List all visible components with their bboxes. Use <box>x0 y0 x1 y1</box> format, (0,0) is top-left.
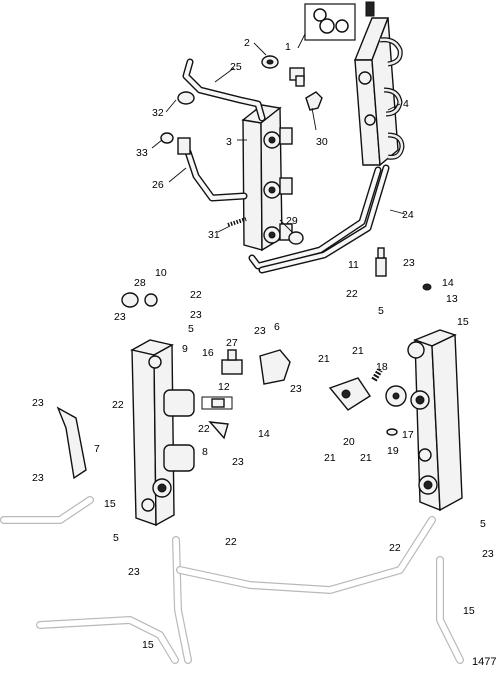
callout-31: 31 <box>208 229 220 241</box>
callout-23f: 23 <box>232 456 244 468</box>
bracket-7 <box>56 406 87 480</box>
seal-14 <box>422 283 432 291</box>
callout-23e: 23 <box>32 397 44 409</box>
callout-32: 32 <box>152 107 164 119</box>
figure-number: 1477 <box>472 656 496 668</box>
bracket-8 <box>208 421 229 440</box>
o-ring-19 <box>386 428 398 436</box>
callout-3: 3 <box>226 136 232 148</box>
callout-10: 10 <box>155 267 167 279</box>
o-ring-kit-box <box>304 3 356 41</box>
callout-15b: 15 <box>142 639 154 651</box>
fitting-1 <box>289 67 305 87</box>
callout-21c: 21 <box>324 452 336 464</box>
callout-24: 24 <box>402 209 414 221</box>
callout-26: 26 <box>152 179 164 191</box>
callout-13: 13 <box>446 293 458 305</box>
ghost-hoses <box>0 496 464 664</box>
callout-5c: 5 <box>378 305 384 317</box>
callout-23h: 23 <box>128 566 140 578</box>
callout-14b: 14 <box>442 277 454 289</box>
callout-18: 18 <box>376 361 388 373</box>
regulator-housing-20 <box>328 377 371 411</box>
callout-1: 1 <box>285 41 291 53</box>
fuel-line-24 <box>248 164 390 274</box>
callout-15a: 15 <box>104 498 116 510</box>
diaphragm-17 <box>385 385 407 407</box>
fitting-12 <box>201 396 233 410</box>
callout-23i: 23 <box>403 257 415 269</box>
fuel-rail-lower-left <box>130 339 195 527</box>
clamp-32 <box>177 91 195 105</box>
callout-22a: 22 <box>190 289 202 301</box>
fitting-11 <box>375 247 387 277</box>
callout-23a: 23 <box>114 311 126 323</box>
callout-21a: 21 <box>352 345 364 357</box>
callout-21b: 21 <box>318 353 330 365</box>
callout-12: 12 <box>218 381 230 393</box>
callout-23c: 23 <box>254 325 266 337</box>
callout-22f: 22 <box>389 542 401 554</box>
seal-33 <box>160 132 174 144</box>
callout-5d: 5 <box>480 518 486 530</box>
callout-16: 16 <box>202 347 214 359</box>
callout-9: 9 <box>182 343 188 355</box>
bracket-30 <box>305 91 323 111</box>
callout-25: 25 <box>230 61 242 73</box>
spring-18 <box>371 368 383 382</box>
pressure-regulator-27 <box>221 349 243 375</box>
callout-23j: 23 <box>482 548 494 560</box>
callout-7: 7 <box>94 443 100 455</box>
callout-22e: 22 <box>346 288 358 300</box>
callout-17: 17 <box>402 429 414 441</box>
callout-14a: 14 <box>258 428 270 440</box>
seal-2 <box>261 55 279 69</box>
fuel-rail-lower-right <box>407 329 463 512</box>
o-ring-28 <box>121 292 139 308</box>
callout-2: 2 <box>244 37 250 49</box>
callout-22c: 22 <box>198 423 210 435</box>
cover-6 <box>259 349 291 385</box>
callout-6: 6 <box>274 321 280 333</box>
callout-28: 28 <box>134 277 146 289</box>
callout-8: 8 <box>202 446 208 458</box>
callout-23d: 23 <box>290 383 302 395</box>
callout-29: 29 <box>286 215 298 227</box>
callout-30: 30 <box>316 136 328 148</box>
callout-27: 27 <box>226 337 238 349</box>
seal-10 <box>144 293 158 307</box>
callout-22d: 22 <box>225 536 237 548</box>
callout-20: 20 <box>343 436 355 448</box>
callout-23g: 23 <box>32 472 44 484</box>
elbow-fitting-26 <box>177 137 191 155</box>
spring-31 <box>227 217 247 227</box>
callout-22b: 22 <box>112 399 124 411</box>
fuel-line-26 <box>184 148 248 202</box>
cap-29 <box>288 231 304 245</box>
callout-11: 11 <box>348 259 359 271</box>
callout-15c: 15 <box>457 316 469 328</box>
callout-23b: 23 <box>190 309 202 321</box>
callout-33: 33 <box>136 147 148 159</box>
callout-4: 4 <box>403 98 409 110</box>
callout-15d: 15 <box>463 605 475 617</box>
callout-5a: 5 <box>188 323 194 335</box>
fuel-rail-upper-left <box>241 104 293 252</box>
callout-5b: 5 <box>113 532 119 544</box>
callout-21d: 21 <box>360 452 372 464</box>
fuel-line-25 <box>182 58 266 122</box>
fuel-rail-upper-right <box>353 1 405 167</box>
leader-lines <box>151 33 406 233</box>
callout-19: 19 <box>387 445 399 457</box>
